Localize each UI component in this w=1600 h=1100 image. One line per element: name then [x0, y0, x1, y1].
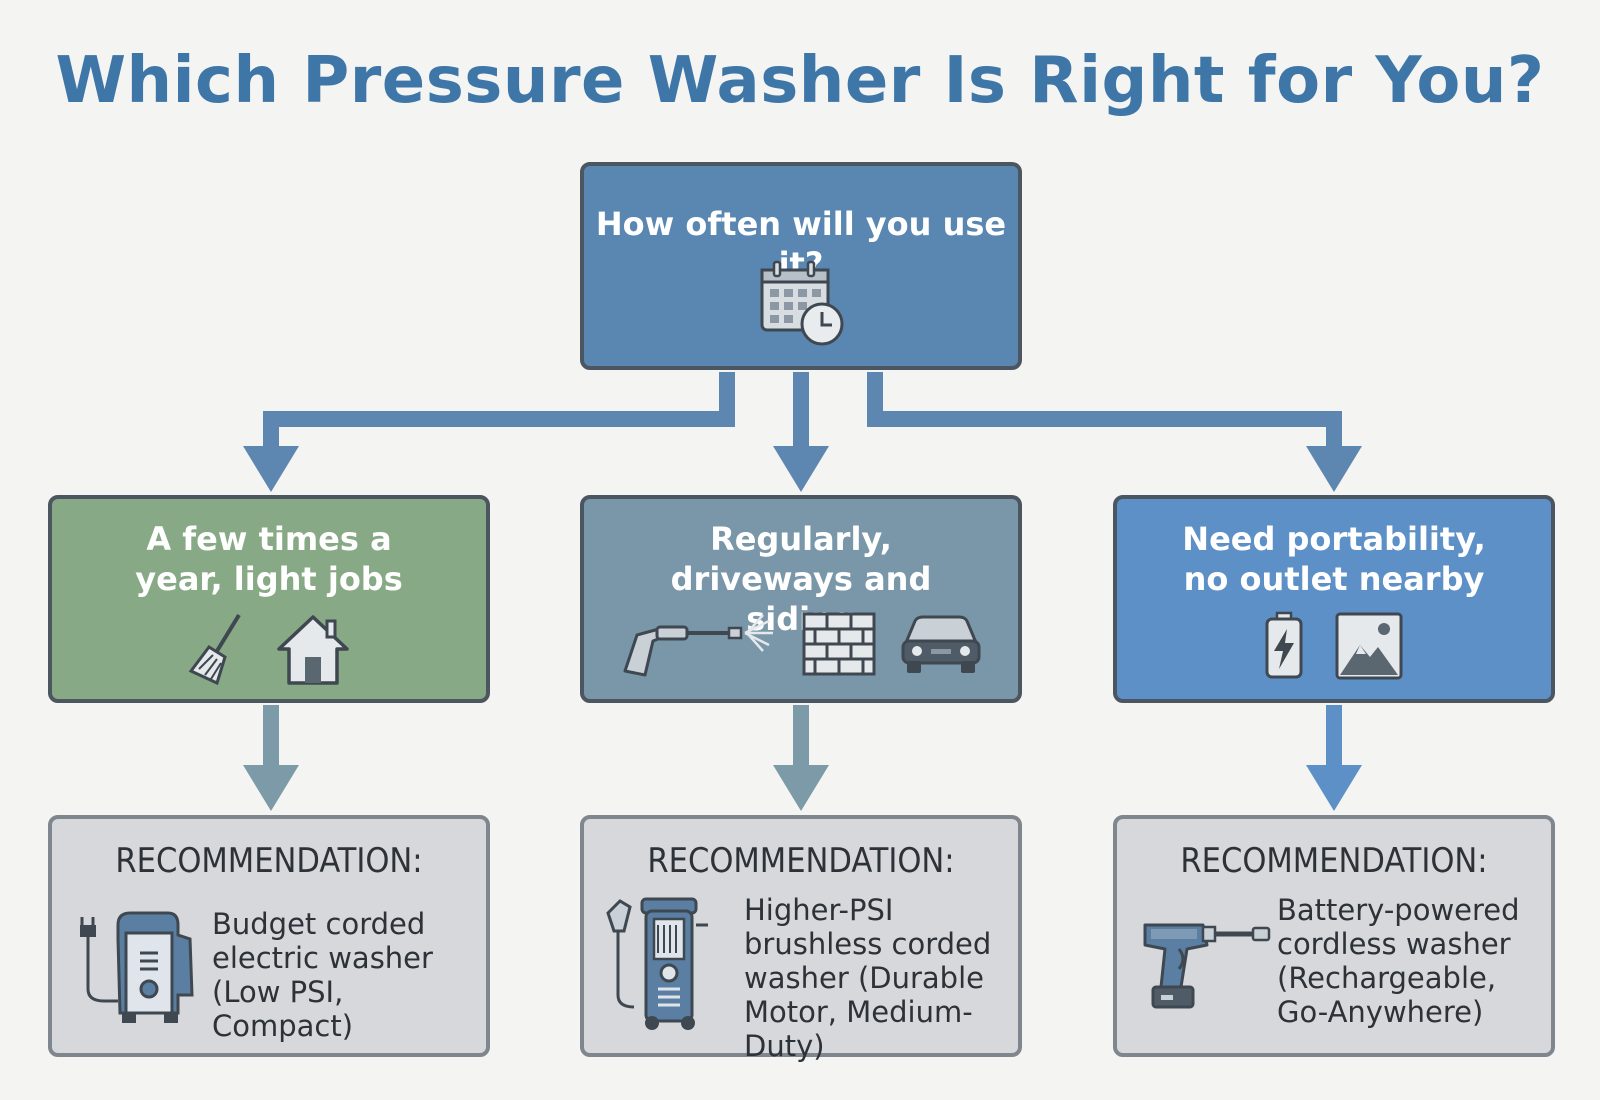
calendar-clock-icon — [760, 260, 844, 346]
brick-wall-icon — [802, 612, 876, 676]
arrowhead-down-2 — [773, 765, 829, 811]
arrowhead-center — [773, 446, 829, 492]
arrowhead-left — [243, 446, 299, 492]
landscape-icon — [1335, 612, 1403, 680]
recommendation-text-3: Battery-powered cordless washer (Recharg… — [1277, 893, 1520, 1029]
option-text-3: Need portability, no outlet nearby — [1182, 520, 1486, 598]
arrowhead-right — [1306, 446, 1362, 492]
question-box: How often will you use it? — [580, 162, 1022, 370]
connector-down-1 — [263, 705, 279, 769]
recommendation-heading-1: RECOMMENDATION: — [115, 841, 423, 881]
option-box-3: Need portability, no outlet nearby — [1113, 495, 1555, 703]
recommendation-heading-3: RECOMMENDATION: — [1180, 841, 1488, 881]
cordless-spray-gun-icon — [1143, 923, 1271, 1009]
option-text-1: A few times a year, light jobs — [135, 520, 403, 598]
option-box-2: Regularly, driveways and siding — [580, 495, 1022, 703]
recommendation-box-3: RECOMMENDATION: Battery-powered cordless… — [1113, 815, 1555, 1057]
spray-gun-icon — [623, 614, 773, 677]
compact-electric-washer-icon — [80, 911, 194, 1023]
connector-left — [263, 372, 735, 450]
connector-right — [867, 372, 1342, 450]
arrowhead-down-1 — [243, 765, 299, 811]
recommendation-box-2: RECOMMENDATION: Higher-PSI brushless cor… — [580, 815, 1022, 1063]
recommendation-text-1: Budget corded electric washer (Low PSI, … — [212, 907, 433, 1043]
recommendation-text-2: Higher-PSI brushless corded washer (Dura… — [744, 893, 992, 1063]
car-icon — [901, 615, 981, 673]
upright-washer-icon — [606, 897, 708, 1030]
connector-down-3 — [1326, 705, 1342, 769]
connector-down-2 — [793, 705, 809, 769]
option-box-1: A few times a year, light jobs — [48, 495, 490, 703]
recommendation-box-1: RECOMMENDATION: Budget corded electric w… — [48, 815, 490, 1057]
arrowhead-down-3 — [1306, 765, 1362, 811]
option-text-2: Regularly, driveways and siding — [670, 520, 932, 638]
broom-icon — [188, 613, 241, 686]
page-title: Which Pressure Washer Is Right for You? — [55, 44, 1545, 118]
recommendation-heading-2: RECOMMENDATION: — [647, 841, 955, 881]
house-icon — [277, 615, 349, 685]
battery-icon — [1265, 611, 1303, 679]
